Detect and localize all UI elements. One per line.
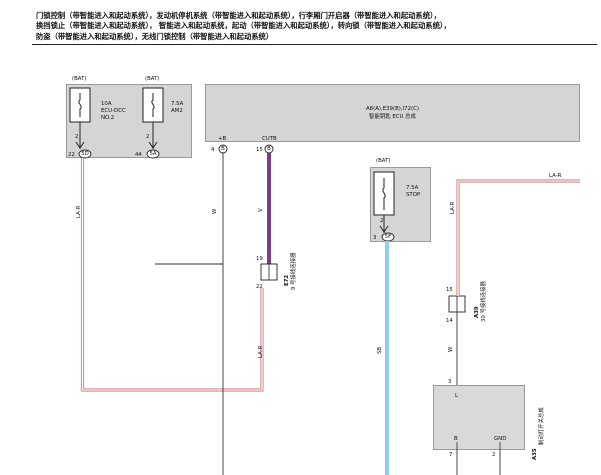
fuse-stop-amp: 7.5A: [406, 185, 419, 191]
wire-label-la-r-left: LA-R: [76, 205, 82, 218]
fuse2-symbol: [142, 87, 164, 123]
fuse2-amp: 7.5A: [171, 101, 184, 107]
fuse1-name2: NO.2: [101, 115, 115, 121]
fuse1-symbol: [69, 87, 91, 123]
e72-pin-top: 19: [256, 256, 263, 262]
fuse-stop-symbol: [373, 171, 395, 216]
a39-name: 30 号接线连接器: [481, 281, 487, 322]
switch-pin-gnd: 2: [492, 452, 496, 458]
switch-label-gnd: GND: [494, 436, 507, 442]
switch-box: [433, 385, 525, 450]
wire-label-la-r-top-right: LA-R: [549, 173, 562, 179]
fuse1-name1: ECU-DCC: [101, 108, 126, 114]
switch-pin-b: 7: [449, 452, 453, 458]
fuse1-conn-num: 22: [68, 152, 75, 158]
ecu-code: A8(A),E39(B),I72(C): [365, 106, 420, 112]
ecu-pin-b-num: 4: [211, 147, 215, 153]
ecu-name: 智能钥匙 ECU 总成: [369, 114, 416, 120]
fuse-stop-conn-num: 3: [373, 235, 377, 241]
wire-label-sb: SB: [377, 346, 383, 354]
fuse1-supply: (BAT): [72, 76, 87, 82]
fuse1-conn-code: 5D: [81, 151, 89, 157]
e72-name: 9 号接线连接器: [291, 252, 297, 291]
header-divider: [32, 44, 597, 45]
e72-pin-bottom: 22: [256, 284, 263, 290]
fuse-stop-pin: 2: [380, 218, 384, 224]
ecu-box: [205, 84, 580, 142]
a39-code: A39: [474, 306, 480, 318]
header-line-3: 防盗（带智能进入和起动系统），无线门锁控制（带智能进入和起动系统）: [36, 32, 274, 41]
ecu-pin-cutb-num: 15: [256, 147, 263, 153]
ecu-pin-cutb-label: CUTB: [262, 136, 277, 142]
wire-label-w-mid: W: [212, 208, 218, 214]
wire-label-v: V: [258, 208, 264, 212]
fuse-stop-conn-code: 5F: [384, 234, 392, 240]
fuse1-amp: 10A: [101, 101, 112, 107]
ecu-pin-b-label: +B: [218, 136, 227, 142]
e72-code: E72: [284, 274, 290, 286]
switch-code: A35: [532, 448, 538, 460]
fuse1-pin: 2: [75, 134, 79, 140]
wire-label-la-r-right: LA-R: [450, 201, 456, 214]
ecu-pin-cutb-code: B: [267, 146, 271, 152]
fuse2-name: AM2: [171, 108, 183, 114]
fuse2-supply: (BAT): [145, 76, 160, 82]
wire-label-la-r-lower: LA-R: [258, 345, 264, 358]
header-line-2: 换挡锁止（带智能进入和起动系统）， 智能进入和起动系统，起动（带智能进入和起动系…: [36, 21, 451, 30]
switch-pin-top: 3: [448, 379, 452, 385]
a39-pin-bottom: 14: [446, 318, 453, 324]
fuse2-conn-num: 44: [135, 152, 142, 158]
fuse2-pin: 2: [146, 134, 150, 140]
a39-pin-top: 15: [446, 287, 453, 293]
fuse-stop-supply: (BAT): [376, 158, 391, 164]
header-line-1: 门锁控制（带智能进入和起动系统），发动机停机系统（带智能进入和起动系统），行李厢…: [36, 11, 441, 20]
switch-name: 制动灯开关总成: [539, 407, 545, 445]
wire-label-w-right: W: [448, 346, 454, 352]
switch-label-l: L: [455, 393, 459, 399]
fuse-stop-name: STOP: [406, 192, 421, 198]
switch-label-b: B: [454, 436, 458, 442]
ecu-pin-b-code: B: [221, 146, 225, 152]
fuse2-conn-code: 5A: [149, 151, 157, 157]
